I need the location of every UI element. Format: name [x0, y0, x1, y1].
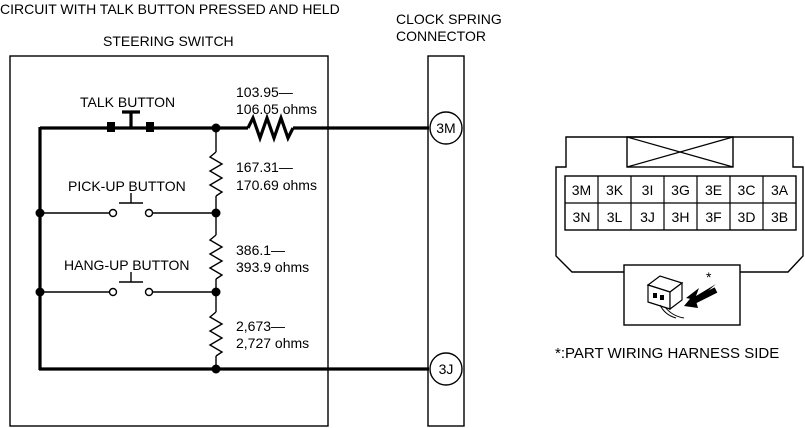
pin-3h: 3H: [672, 209, 690, 225]
pin-3m: 3M: [572, 182, 591, 198]
pin-3i: 3I: [642, 182, 654, 198]
pin-3n: 3N: [573, 209, 591, 225]
resistor-3-value-line1: 386.1—: [236, 242, 285, 258]
pin-3j: 3J: [640, 209, 655, 225]
pin-3a: 3A: [771, 182, 789, 198]
pin-3g: 3G: [671, 182, 690, 198]
pin-3d: 3D: [738, 209, 756, 225]
resistor-1-value-line1: 103.95—: [236, 84, 293, 100]
resistor-4-zigzag: [208, 311, 224, 357]
svg-text:3M: 3M: [436, 120, 455, 136]
clock-spring-label-line1: CLOCK SPRING: [396, 11, 502, 27]
pin-3b: 3B: [771, 209, 788, 225]
pickup-button-switch: [40, 193, 216, 218]
pin-3f: 3F: [705, 209, 721, 225]
hangup-button-label: HANG-UP BUTTON: [64, 257, 190, 273]
steering-switch-label: STEERING SWITCH: [103, 33, 234, 49]
resistor-2-zigzag: [208, 151, 224, 197]
pin-3c: 3C: [738, 182, 756, 198]
resistor-1-zigzag: [246, 113, 295, 143]
junction-dots: [35, 123, 221, 374]
active-circuit-path: [38, 110, 429, 371]
pin-3e: 3E: [705, 182, 722, 198]
resistor-1-value-line2: 106.05 ohms: [236, 101, 317, 117]
pin-3l: 3L: [607, 209, 623, 225]
harness-view-icon: *: [623, 264, 741, 326]
terminal-3j: 3J: [429, 352, 463, 386]
clock-spring-connector-bar: [427, 55, 465, 427]
resistor-4-value-line2: 2,727 ohms: [236, 335, 309, 351]
harness-note: *:PART WIRING HARNESS SIDE: [555, 345, 779, 362]
svg-text:3J: 3J: [439, 361, 454, 377]
pin-3k: 3K: [606, 182, 624, 198]
hangup-button-switch: [40, 272, 216, 297]
resistor-3-value-line2: 393.9 ohms: [236, 259, 309, 275]
resistor-2-value-line1: 167.31—: [236, 159, 293, 175]
steering-switch-box: [9, 55, 329, 427]
resistor-4-value-line1: 2,673—: [236, 318, 285, 334]
terminal-3m: 3M: [429, 111, 463, 145]
diagram-title: CIRCUIT WITH TALK BUTTON PRESSED AND HEL…: [0, 1, 340, 17]
resistor-3-zigzag: [208, 234, 224, 280]
harness-star: *: [706, 269, 712, 285]
connector-face: 3M 3K 3I 3G 3E 3C 3A 3N 3L 3J 3H 3F 3D 3…: [555, 136, 804, 273]
resistor-ladder: [208, 128, 224, 369]
pickup-button-label: PICK-UP BUTTON: [68, 178, 186, 194]
resistor-2-value-line2: 170.69 ohms: [236, 177, 317, 193]
talk-button-switch: [107, 110, 154, 132]
talk-button-label: TALK BUTTON: [80, 94, 175, 110]
clock-spring-label-line2: CONNECTOR: [396, 28, 486, 44]
